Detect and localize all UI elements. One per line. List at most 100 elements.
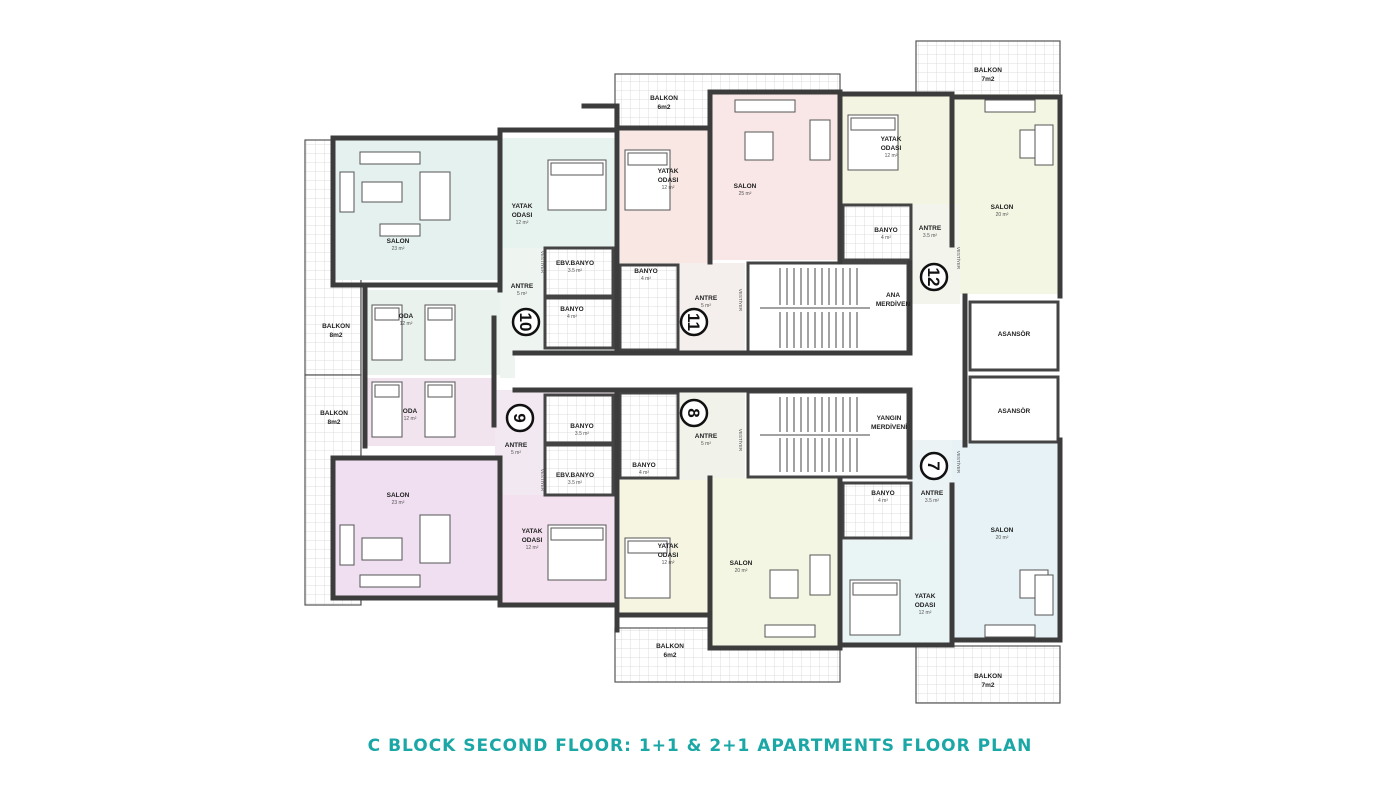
svg-text:3.5 m²: 3.5 m² (568, 268, 583, 274)
pillow (550, 527, 604, 541)
svg-text:10: 10 (516, 313, 535, 332)
svg-text:ANTRE: ANTRE (919, 225, 942, 232)
svg-text:ASANSÖR: ASANSÖR (998, 329, 1031, 338)
svg-text:SALON: SALON (734, 183, 757, 190)
svg-text:12 m²: 12 m² (919, 610, 932, 616)
svg-text:ANTRE: ANTRE (505, 442, 528, 449)
svg-text:ODA: ODA (403, 408, 418, 415)
pillow (852, 582, 898, 596)
svg-text:BALKON: BALKON (974, 673, 1002, 680)
pillow (427, 384, 453, 398)
sofa (339, 524, 355, 566)
svg-text:12 m²: 12 m² (526, 545, 539, 551)
svg-text:ANTRE: ANTRE (511, 283, 534, 290)
svg-text:ASANSÖR: ASANSÖR (998, 406, 1031, 415)
label-vestiyer-u12: VESTİYER (956, 247, 962, 270)
sofa (984, 624, 1036, 638)
label-vestiyer-u9: VESTİYER (540, 469, 546, 492)
svg-text:SALON: SALON (387, 492, 410, 499)
bath-u7-banyo (841, 481, 913, 540)
svg-text:7m2: 7m2 (981, 682, 994, 689)
unit-marker-11: 11 (679, 307, 709, 337)
sofa (1034, 574, 1054, 616)
sofa (809, 119, 831, 161)
unit-marker-7: 7 (919, 451, 949, 481)
svg-text:4 m²: 4 m² (639, 470, 649, 476)
svg-text:YATAK: YATAK (915, 593, 936, 600)
unit-marker-9: 9 (505, 403, 535, 433)
svg-text:YATAK: YATAK (881, 136, 902, 143)
svg-text:ODASI: ODASI (658, 177, 679, 184)
bath-u12-banyo (841, 203, 913, 262)
svg-text:ODASI: ODASI (522, 537, 543, 544)
svg-text:20 m²: 20 m² (996, 535, 1009, 541)
unit-markers: 10 11 12 9 8 7 (505, 262, 949, 481)
svg-text:12 m²: 12 m² (516, 220, 529, 226)
bath-u9-ebv (543, 443, 615, 497)
svg-text:4 m²: 4 m² (881, 235, 891, 241)
balcony-bottom-7m2 (915, 645, 1061, 704)
label-asansor-2: ASANSÖR (998, 406, 1031, 415)
svg-text:12 m²: 12 m² (885, 153, 898, 159)
svg-text:YANGIN: YANGIN (877, 415, 902, 422)
pillow (850, 117, 896, 131)
bath-u10-ebv (543, 246, 615, 298)
balcony-top-7m2 (915, 40, 1061, 98)
sofa (339, 171, 355, 213)
label-vestiyer-u11: VESTİYER (738, 289, 744, 312)
svg-text:SALON: SALON (991, 204, 1014, 211)
unit-marker-8: 8 (679, 398, 709, 428)
sofa (734, 99, 796, 113)
svg-text:20 m²: 20 m² (996, 212, 1009, 218)
table (744, 131, 774, 161)
table (361, 537, 403, 561)
svg-text:9: 9 (510, 413, 529, 422)
svg-text:MERDİVENİ: MERDİVENİ (871, 423, 907, 431)
pillow (427, 307, 453, 321)
bathrooms (543, 203, 913, 540)
label-vestiyer-u10: VESTİYER (540, 251, 546, 274)
sofa (984, 99, 1036, 113)
svg-text:4 m²: 4 m² (641, 276, 651, 282)
svg-text:MERDİVEN: MERDİVEN (876, 300, 911, 308)
plan-caption: C BLOCK SECOND FLOOR: 1+1 & 2+1 APARTMEN… (367, 736, 1033, 756)
label-vestiyer-u8: VESTİYER (738, 429, 744, 452)
svg-text:5 m²: 5 m² (701, 303, 711, 309)
svg-text:YATAK: YATAK (512, 203, 533, 210)
elevator-2 (968, 375, 1060, 444)
svg-text:8m2: 8m2 (329, 332, 342, 339)
svg-text:BALKON: BALKON (650, 95, 678, 102)
svg-text:8: 8 (684, 408, 703, 417)
svg-text:BALKON: BALKON (656, 643, 684, 650)
unit-marker-10: 10 (511, 307, 541, 337)
sofa (379, 223, 421, 237)
svg-text:YATAK: YATAK (658, 543, 679, 550)
svg-text:BALKON: BALKON (322, 323, 350, 330)
svg-text:BANYO: BANYO (874, 227, 897, 234)
svg-text:SALON: SALON (730, 560, 753, 567)
svg-text:6m2: 6m2 (663, 652, 676, 659)
pillow (627, 540, 668, 554)
table (419, 171, 451, 221)
svg-text:5 m²: 5 m² (511, 450, 521, 456)
svg-text:23 m²: 23 m² (392, 246, 405, 252)
svg-text:SALON: SALON (991, 527, 1014, 534)
pillow (627, 152, 668, 166)
unit-marker-12: 12 (919, 262, 949, 292)
